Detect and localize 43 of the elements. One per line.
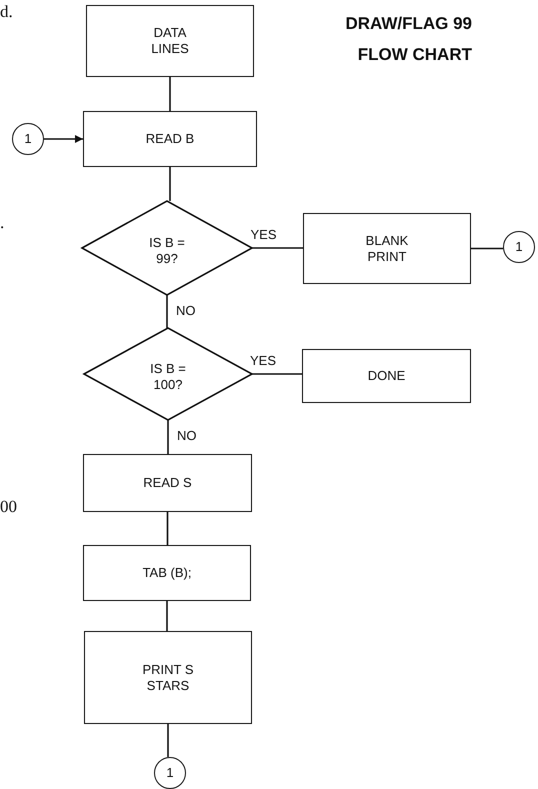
- process-box: [303, 213, 471, 284]
- cut-off-text: 00: [0, 497, 17, 517]
- node-label: READ B: [146, 131, 194, 147]
- node-label: PRINT S STARS: [141, 662, 195, 694]
- node-label: IS B = 99?: [148, 234, 186, 267]
- connector-line: [252, 373, 302, 375]
- edge-label: NO: [175, 304, 196, 318]
- process-box: [302, 349, 471, 403]
- edge-label: YES: [249, 354, 278, 368]
- connector-line: [167, 420, 169, 454]
- connector-line: [167, 724, 169, 757]
- decision-diamond: [84, 328, 252, 420]
- process-box: [83, 111, 257, 167]
- node-label: BLANK PRINT: [364, 232, 410, 264]
- cut-off-text: d.: [0, 2, 13, 22]
- connector-line: [166, 601, 168, 631]
- connector-line: [166, 295, 168, 328]
- node-label: IS B = 100?: [149, 360, 187, 393]
- edge-label: YES: [250, 228, 278, 242]
- process-box: [86, 5, 254, 77]
- node-label: DATA LINES: [150, 25, 190, 57]
- process-box: [83, 454, 252, 512]
- node-label: READ S: [143, 475, 192, 491]
- connector-circle: [12, 123, 44, 155]
- connector-line: [169, 77, 171, 111]
- arrow: [44, 135, 83, 143]
- connector-circle: [503, 231, 535, 263]
- connector-line: [169, 167, 171, 201]
- node-label: 1: [515, 239, 523, 255]
- chart-title: DRAW/FLAG 99 FLOW CHART: [344, 13, 472, 66]
- node-label: 1: [166, 765, 174, 781]
- connector-line: [252, 247, 303, 249]
- node-label: DONE: [368, 368, 406, 384]
- process-box: [84, 631, 252, 724]
- node-label: TAB (B);: [142, 565, 192, 581]
- cut-off-text: .: [0, 213, 4, 233]
- connector-circle: [154, 757, 186, 789]
- connector-line: [471, 248, 503, 250]
- process-box: [83, 545, 251, 601]
- node-label: 1: [24, 131, 32, 147]
- edge-label: NO: [176, 429, 198, 443]
- connector-line: [166, 512, 168, 545]
- decision-diamond: [82, 201, 252, 295]
